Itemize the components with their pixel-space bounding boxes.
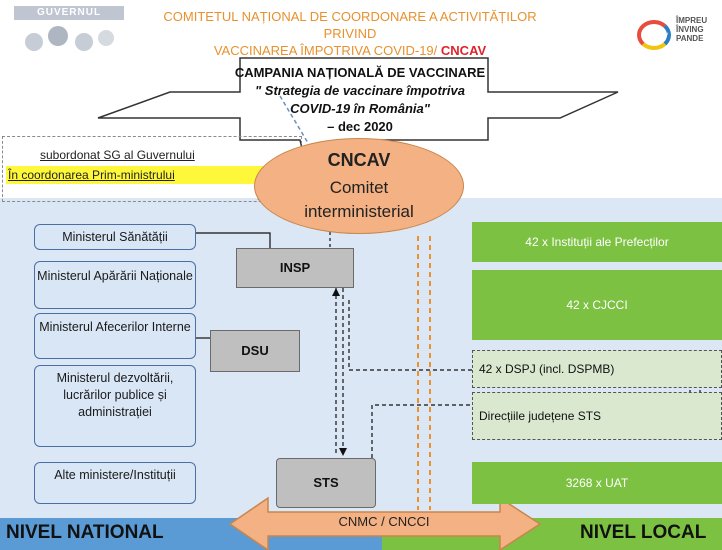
- ministry-defence: Ministerul Apărării Naționale: [34, 261, 196, 309]
- cncav-slogan-line1: ÎMPREU: [676, 16, 708, 25]
- ministry-interior: Ministerul Afecerilor Interne: [34, 313, 196, 359]
- campaign-line2: " Strategia de vaccinare împotriva: [255, 83, 465, 98]
- header-title-line1: COMITETUL NAȚIONAL DE COORDONARE A ACTIV…: [163, 9, 537, 41]
- header-brand: CNCAV: [440, 43, 487, 58]
- campaign-line4: – dec 2020: [327, 119, 393, 134]
- cncav-logo-ring: [637, 20, 671, 50]
- local-cjcci: 42 x CJCCI: [472, 270, 722, 340]
- header-title-line2: VACCINAREA ÎMPOTRIVA COVID-19/: [213, 43, 438, 58]
- cncav-ellipse: [254, 138, 464, 234]
- subordination-line2: În coordonarea Prim-ministrului: [6, 166, 276, 184]
- insp-arrow-up: [332, 288, 340, 296]
- campaign-line1: CAMPANIA NAȚIONALĂ DE VACCINARE: [234, 65, 486, 80]
- ms-to-insp-connector: [196, 232, 271, 248]
- local-sts-directorates: Direcțiile județene STS: [472, 392, 722, 440]
- subordination-line1: subordonat SG al Guvernului: [40, 148, 195, 162]
- campaign-line3: COVID-19 în România": [290, 101, 430, 116]
- insp-to-dspj-connector: [348, 300, 472, 371]
- cncav-subtitle: Comitet interministerial: [254, 176, 464, 224]
- cncav-slogan-line2: ÎNVING: [676, 25, 704, 34]
- footer-national-label: NIVEL NATIONAL: [6, 522, 164, 543]
- dsu-box: DSU: [210, 330, 300, 372]
- campaign-title: CAMPANIA NAȚIONALĂ DE VACCINARE " Strate…: [210, 64, 510, 136]
- government-logo-text: GUVERNUL: [14, 6, 124, 20]
- insp-box: INSP: [236, 248, 354, 288]
- ministry-health: Ministerul Sănătății: [34, 224, 196, 250]
- ministry-other: Alte ministere/Instituții: [34, 462, 196, 504]
- local-uat: 3268 x UAT: [472, 462, 722, 504]
- local-dspj: 42 x DSPJ (incl. DSPMB): [472, 350, 722, 388]
- government-logo: GUVERNUL: [14, 6, 124, 54]
- cncav-title: CNCAV: [327, 150, 391, 170]
- cncav-sub2: interministerial: [304, 202, 414, 221]
- sts-to-dir-connector: [371, 404, 472, 458]
- cncav-slogan: ÎMPREU ÎNVING PANDE: [676, 16, 722, 43]
- footer-center-label: CNMC / CNCCI: [338, 514, 430, 529]
- government-emblem-icon: [25, 26, 114, 51]
- cncmc-double-arrow: [228, 496, 542, 550]
- footer-local-label: NIVEL LOCAL: [580, 522, 707, 543]
- sts-box: STS: [276, 458, 376, 508]
- cncav-slogan-line3: PANDE: [676, 34, 704, 43]
- local-prefects: 42 x Instituții ale Prefecților: [472, 222, 722, 262]
- cncav-sub1: Comitet: [329, 178, 389, 197]
- sts-arrow-down: [339, 448, 347, 456]
- ministry-development: Ministerul dezvoltării, lucrărilor publi…: [34, 365, 196, 447]
- header-title: COMITETUL NAȚIONAL DE COORDONARE A ACTIV…: [140, 8, 560, 59]
- cncav-logo-text: CNCAV: [647, 33, 669, 39]
